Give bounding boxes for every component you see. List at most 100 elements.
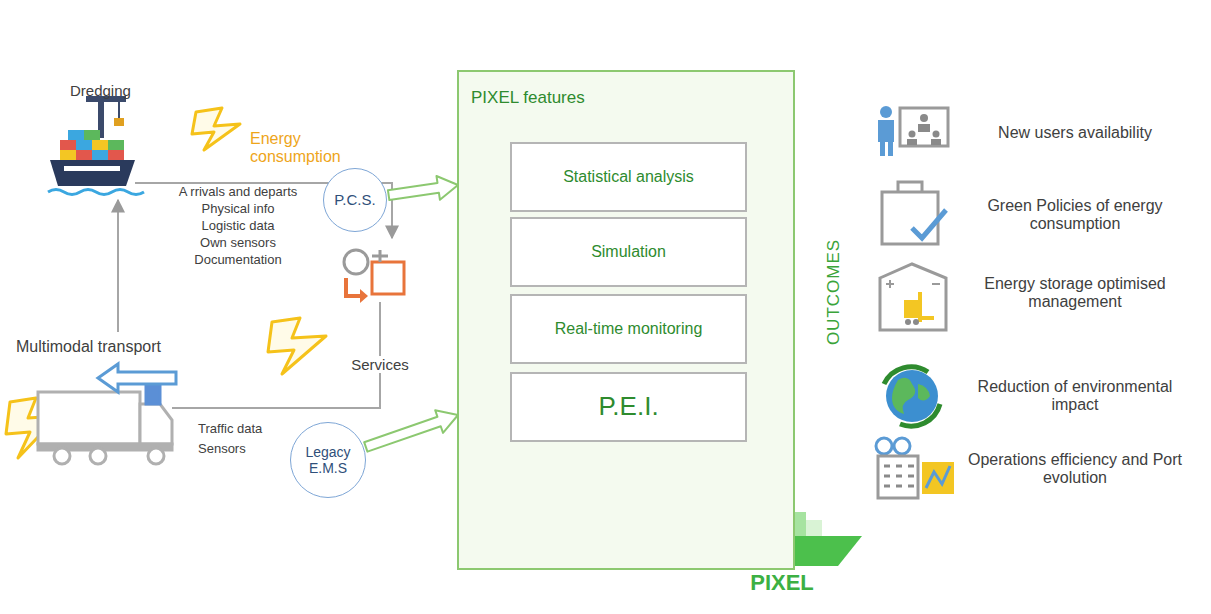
globe-recycle-icon <box>884 367 940 426</box>
users-icon <box>878 120 894 142</box>
ship-icon <box>76 140 92 150</box>
ship-icon <box>92 150 108 160</box>
ship-icon <box>84 130 100 140</box>
outcome-text: New users availability <box>965 124 1185 142</box>
bag-check-icon <box>898 182 922 192</box>
data-item: Own sensors <box>200 236 276 251</box>
ship-icon <box>118 102 120 118</box>
ship-icon <box>114 118 124 126</box>
feature-box: P.E.I. <box>510 372 747 442</box>
data-item: Sensors <box>198 442 246 457</box>
warehouse-icon <box>922 316 934 320</box>
users-icon <box>900 108 948 146</box>
system-circle: P.C.S. <box>323 168 387 232</box>
data-item: A rrivals and departs <box>179 185 298 200</box>
efficiency-icon <box>922 462 954 494</box>
ship-icon <box>68 130 84 140</box>
truck-icon <box>148 448 164 464</box>
outcome-text: Energy storage optimised management <box>965 275 1185 312</box>
efficiency-icon <box>876 438 954 498</box>
data-item: Documentation <box>194 253 281 268</box>
outcome-text: Operations efficiency and Port evolution <box>965 451 1185 488</box>
bag-check-icon <box>882 182 946 244</box>
flow-arrow <box>364 410 458 451</box>
users-icon <box>907 139 917 145</box>
users-icon <box>931 139 941 145</box>
ship-icon <box>64 166 120 171</box>
globe-recycle-icon <box>900 404 940 426</box>
efficiency-icon <box>926 466 950 488</box>
warehouse-icon <box>904 300 918 318</box>
transport-arrow <box>98 364 176 392</box>
node-label: P.C.S. <box>334 191 375 208</box>
lightning-bolt <box>268 318 326 374</box>
icon-caption: Multimodal transport <box>14 338 163 356</box>
efficiency-icon <box>876 438 892 454</box>
users-icon <box>909 131 916 138</box>
services-icon <box>372 262 404 294</box>
bag-check-icon <box>882 192 938 244</box>
services-icon <box>344 250 368 274</box>
icon-caption: Dredging <box>70 82 131 99</box>
efficiency-icon <box>884 466 914 486</box>
users-icon <box>878 106 948 156</box>
users-icon <box>920 114 928 122</box>
data-item: Traffic data <box>198 422 262 437</box>
pixel-logo <box>806 520 822 536</box>
services-icon <box>372 250 388 262</box>
feature-box: Statistical analysis <box>510 142 747 212</box>
flow-line <box>172 302 380 408</box>
globe-recycle-icon <box>886 370 938 422</box>
data-item: Logistic data <box>202 219 275 234</box>
globe-recycle-icon <box>884 367 928 384</box>
outcome-text: Green Policies of energy consumption <box>965 197 1185 234</box>
node-label: P.E.I. <box>598 392 658 422</box>
feature-box: Real-time monitoring <box>510 294 747 364</box>
ship-icon <box>48 96 144 195</box>
users-icon <box>880 142 885 156</box>
efficiency-icon <box>878 456 918 498</box>
transport-arrow <box>98 364 176 392</box>
users-icon <box>888 142 893 156</box>
warehouse-icon <box>918 292 922 322</box>
users-icon <box>918 124 930 132</box>
users-icon <box>880 106 892 118</box>
globe-recycle-icon <box>918 384 930 401</box>
outcome-text: Reduction of environmental impact <box>965 378 1185 415</box>
ship-icon <box>60 150 76 160</box>
truck-icon <box>54 448 70 464</box>
energy-label: Energy consumption <box>250 130 370 167</box>
services-icon <box>344 250 404 303</box>
node-label: Statistical analysis <box>563 168 694 186</box>
node-label: Legacy E.M.S <box>301 444 355 476</box>
ship-icon <box>50 160 135 186</box>
ship-icon <box>48 190 144 195</box>
lightning-bolt <box>192 108 240 150</box>
warehouse-icon <box>880 264 946 330</box>
users-icon <box>933 131 940 138</box>
data-item: Physical info <box>202 202 275 217</box>
node-label: Simulation <box>591 243 666 261</box>
outcomes-heading: OUTCOMES <box>824 239 844 345</box>
efficiency-icon <box>894 438 910 454</box>
warehouse-icon <box>905 319 911 325</box>
warehouse-icon <box>913 319 919 325</box>
truck-icon <box>90 448 106 464</box>
system-circle: Legacy E.M.S <box>290 422 366 498</box>
logo-text: PIXEL <box>750 570 814 595</box>
features-panel: PIXEL featuresStatistical analysisSimula… <box>457 70 795 570</box>
globe-recycle-icon <box>892 378 915 414</box>
panel-heading: PIXEL features <box>471 88 585 108</box>
services-icon <box>360 289 368 303</box>
services-icon <box>346 278 362 296</box>
ship-icon <box>76 150 92 160</box>
truck-icon <box>140 404 172 444</box>
flow-line <box>117 200 119 332</box>
flow-arrow <box>388 176 458 200</box>
ship-icon <box>92 140 108 150</box>
node-label: Real-time monitoring <box>555 320 703 338</box>
truck-icon <box>38 378 172 464</box>
ship-icon <box>60 140 76 150</box>
warehouse-icon <box>886 280 940 288</box>
feature-box: Simulation <box>510 217 747 287</box>
